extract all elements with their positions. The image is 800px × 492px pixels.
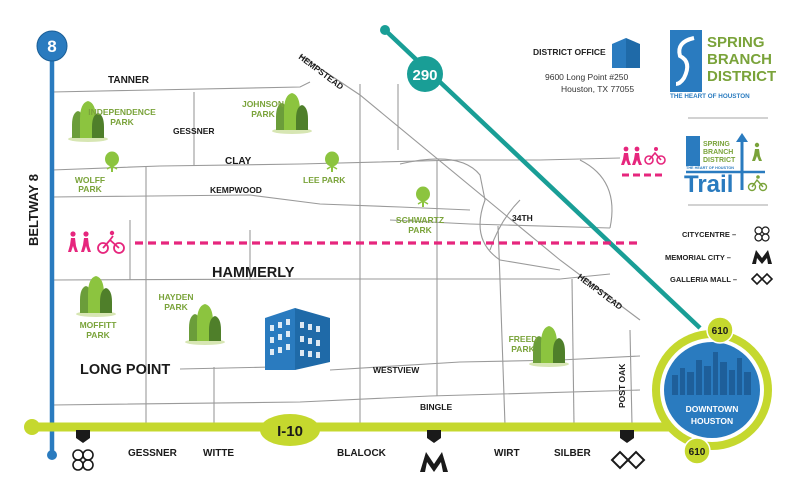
- tree-icon: [415, 185, 431, 208]
- svg-text:PARK: PARK: [511, 344, 535, 354]
- road-label-kempwood: KEMPWOOD: [210, 185, 262, 195]
- beltway-8-shield: 8: [36, 30, 68, 62]
- tree-icon: [324, 150, 340, 173]
- road-label-gessner: GESSNER: [128, 448, 178, 459]
- highway-610-shield-top: 610: [706, 316, 734, 344]
- svg-text:FREED: FREED: [509, 334, 538, 344]
- svg-text:DISTRICT: DISTRICT: [703, 157, 736, 164]
- svg-text:PARK: PARK: [110, 117, 134, 127]
- office-building-icon: [265, 308, 330, 370]
- i10-shield: I-10: [260, 414, 320, 446]
- svg-text:SCHWARTZ: SCHWARTZ: [396, 215, 444, 225]
- road-label-34th: 34TH: [512, 213, 533, 223]
- downtown-houston-marker: DOWNTOWN HOUSTON: [652, 330, 772, 450]
- svg-text:DISTRICT: DISTRICT: [707, 68, 776, 85]
- svg-text:PARK: PARK: [164, 302, 188, 312]
- road-label-silber: SILBER: [554, 448, 591, 459]
- lee-park: LEE PARK: [303, 150, 346, 185]
- district-office-info: DISTRICT OFFICE 9600 Long Point #250 Hou…: [533, 38, 640, 94]
- svg-text:HAYDEN: HAYDEN: [158, 292, 193, 302]
- legend-citycentre: CITYCENTRE –: [682, 230, 736, 239]
- svg-text:MOFFITT: MOFFITT: [80, 320, 118, 330]
- hiker-icon: [752, 142, 762, 161]
- svg-text:JOHNSON: JOHNSON: [242, 99, 284, 109]
- road-label-wirt: WIRT: [494, 448, 520, 459]
- svg-text:PARK: PARK: [78, 184, 102, 194]
- street-grid: [51, 54, 641, 426]
- svg-text:THE HEART OF HOUSTON: THE HEART OF HOUSTON: [670, 93, 750, 100]
- svg-text:BRANCH: BRANCH: [707, 51, 772, 68]
- road-label-hempstead-north: HEMPSTEAD: [297, 52, 346, 92]
- schwartz-park: SCHWARTZ PARK: [396, 185, 444, 235]
- memorial-city-marker: [420, 430, 448, 472]
- svg-text:SPRING: SPRING: [707, 34, 765, 51]
- spring-branch-district-logo: SPRING BRANCH DISTRICT THE HEART OF HOUS…: [670, 30, 776, 100]
- svg-text:610: 610: [689, 447, 706, 458]
- svg-text:I-10: I-10: [277, 423, 303, 440]
- memorial-city-icon: [420, 452, 448, 472]
- svg-text:SPRING: SPRING: [703, 141, 730, 148]
- road-label-hempstead-south: HEMPSTEAD: [576, 272, 625, 312]
- cyclist-icon: [97, 230, 125, 254]
- citycentre-marker: [72, 430, 94, 471]
- hayden-park: HAYDEN PARK: [158, 292, 225, 345]
- freed-park: FREED PARK: [509, 326, 569, 367]
- johnson-park: JOHNSON PARK: [242, 93, 312, 134]
- mall-legend: CITYCENTRE – MEMORIAL CITY – GALLERIA MA…: [665, 226, 774, 286]
- office-title: DISTRICT OFFICE: [533, 47, 606, 57]
- road-label-witte: WITTE: [203, 448, 234, 459]
- trail-legend: [621, 146, 666, 177]
- wolff-park: WOLFF PARK: [75, 150, 120, 194]
- hiker-icon: [621, 146, 642, 165]
- highway-610-shield-bottom: 610: [683, 437, 711, 465]
- citycentre-icon: [72, 449, 94, 471]
- legend-galleria: GALLERIA MALL –: [670, 275, 737, 284]
- road-label-blalock: BLALOCK: [337, 448, 387, 459]
- svg-text:PARK: PARK: [408, 225, 432, 235]
- svg-text:Trail: Trail: [684, 171, 733, 198]
- road-label-hammerly: HAMMERLY: [212, 265, 295, 281]
- galleria-icon: [750, 272, 774, 286]
- cyclist-icon: [747, 175, 768, 192]
- svg-text:LEE PARK: LEE PARK: [303, 175, 346, 185]
- spring-branch-trail-logo: SPRING BRANCH DISTRICT THE HEART OF HOUS…: [684, 133, 768, 198]
- road-label-clay: CLAY: [225, 156, 252, 167]
- tree-icon: [104, 150, 120, 173]
- road-label-tanner: TANNER: [108, 75, 150, 86]
- road-label-gessner-north: GESSNER: [173, 126, 215, 136]
- svg-text:BRANCH: BRANCH: [703, 149, 733, 156]
- road-label-bingle: BINGLE: [420, 402, 452, 412]
- svg-text:DOWNTOWN: DOWNTOWN: [686, 404, 739, 414]
- svg-text:PARK: PARK: [86, 330, 110, 340]
- road-labels: TANNER GESSNER HEMPSTEAD CLAY KEMPWOOD 3…: [80, 52, 627, 459]
- memorial-city-icon: [752, 250, 772, 264]
- svg-text:290: 290: [412, 67, 437, 84]
- beltway-8-label: BELTWAY 8: [26, 174, 41, 246]
- hiker-icon: [68, 231, 91, 252]
- independence-park: INDEPENDENCE PARK: [68, 101, 156, 142]
- office-address-line1: 9600 Long Point #250: [545, 72, 628, 82]
- road-label-long-point: LONG POINT: [80, 362, 170, 378]
- svg-text:PARK: PARK: [251, 109, 275, 119]
- svg-text:THE HEART OF HOUSTON: THE HEART OF HOUSTON: [686, 166, 734, 170]
- cyclist-icon: [644, 147, 666, 165]
- road-label-westview: WESTVIEW: [373, 365, 420, 375]
- office-address-line2: Houston, TX 77055: [561, 84, 634, 94]
- svg-text:610: 610: [712, 326, 729, 337]
- office-building-icon: [612, 38, 640, 68]
- galleria-icon: [610, 450, 646, 470]
- svg-text:HOUSTON: HOUSTON: [691, 416, 733, 426]
- svg-text:INDEPENDENCE: INDEPENDENCE: [88, 107, 156, 117]
- legend-memorial-city: MEMORIAL CITY –: [665, 253, 731, 262]
- svg-text:8: 8: [47, 37, 56, 56]
- i10-road: [24, 419, 670, 435]
- svg-text:WOLFF: WOLFF: [75, 175, 105, 185]
- highway-290-shield: 290: [407, 56, 443, 92]
- beltway-8-road: [47, 60, 57, 460]
- road-label-post-oak: POST OAK: [617, 363, 627, 408]
- citycentre-icon: [754, 226, 770, 242]
- moffitt-park: MOFFITT PARK: [76, 276, 117, 340]
- galleria-marker: [610, 430, 646, 470]
